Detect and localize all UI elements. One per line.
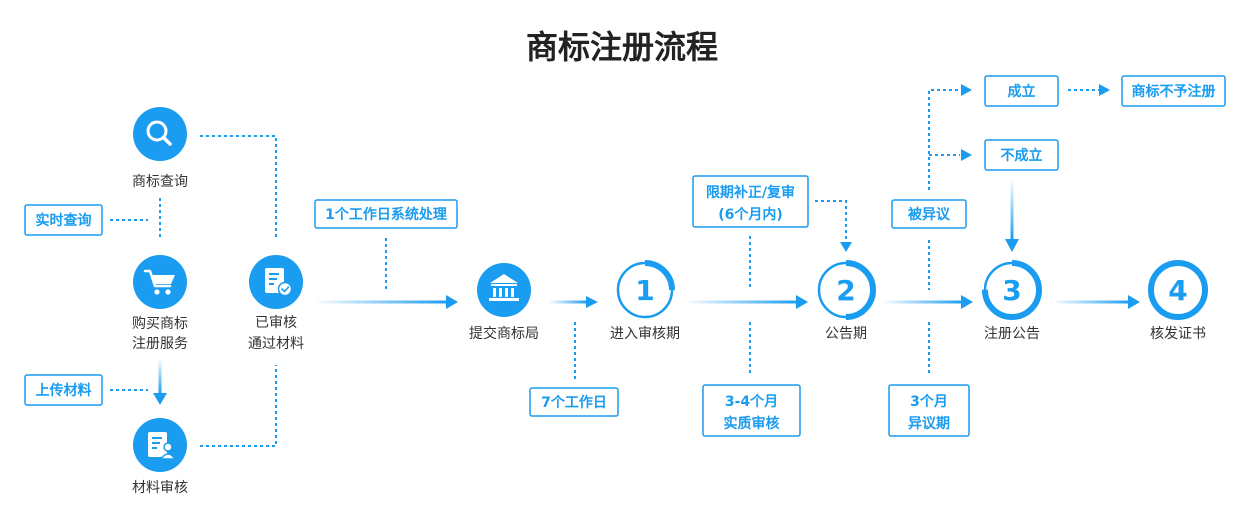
arrow-step-3-to-step-4 — [1055, 295, 1140, 309]
arrowhead-to-established — [961, 84, 972, 96]
step-number: 2 — [836, 274, 855, 307]
arrowhead-to-not-established — [961, 149, 972, 161]
note-box — [984, 75, 1059, 107]
note-text: 7个工作日 — [541, 394, 607, 411]
step-number: 3 — [1002, 274, 1021, 307]
note-substantive-review: 3-4个月 实质审核 — [702, 384, 801, 437]
arrow-step-1-to-step-2 — [688, 295, 808, 309]
note-opposed: 被异议 — [891, 199, 967, 229]
arrow-submit-to-step-1 — [550, 296, 598, 308]
note-registration-refused: 商标不予注册 — [1121, 75, 1226, 107]
note-text: 成立 — [1008, 83, 1036, 100]
step-label: 核发证书 — [1150, 326, 1206, 342]
node-label-line-2: 通过材料 — [248, 336, 304, 352]
note-upload-materials: 上传材料 — [24, 374, 103, 406]
note-formal-review-duration: 7个工作日 — [529, 387, 619, 417]
arrow-step-2-to-step-3 — [885, 295, 973, 309]
step-number: 1 — [635, 274, 654, 307]
step-4: 4 核发证书 — [1148, 260, 1208, 342]
note-box — [692, 175, 809, 228]
node-circle — [477, 263, 531, 317]
note-text-line-1: 3个月 — [910, 393, 948, 410]
step-progress-arc — [615, 260, 675, 320]
note-realtime-query: 实时查询 — [24, 204, 103, 236]
step-label: 进入审核期 — [610, 326, 680, 342]
note-correction: 限期补正/复审 (6个月内) — [692, 175, 809, 228]
document-person-icon — [148, 432, 177, 460]
node-purchase: 购买商标 注册服务 — [132, 255, 188, 352]
note-box — [891, 199, 967, 229]
note-text: 1个工作日系统处理 — [325, 206, 447, 223]
note-box — [702, 384, 801, 437]
node-search: 商标查询 — [132, 107, 188, 190]
note-system-processing: 1个工作日系统处理 — [314, 199, 458, 229]
arrowhead-to-refused — [1099, 84, 1110, 96]
step-number: 4 — [1168, 274, 1187, 307]
note-box — [888, 384, 970, 437]
step-1: 1 进入审核期 — [610, 260, 680, 342]
connector-opposed-to-established — [928, 89, 960, 190]
step-label: 注册公告 — [984, 326, 1040, 342]
step-progress-arc — [816, 260, 876, 320]
note-opposition-established: 成立 — [984, 75, 1059, 107]
arrow-approved-to-submit — [318, 295, 458, 309]
arrow-purchase-to-review — [153, 360, 167, 405]
arrow-not-established-to-step-3 — [1005, 182, 1019, 252]
bank-icon — [489, 274, 519, 301]
diagram-title: 商标注册流程 — [526, 28, 718, 66]
cart-icon — [143, 269, 175, 295]
note-opposition-not-established: 不成立 — [984, 139, 1059, 171]
note-box — [24, 204, 103, 236]
node-label-line-2: 注册服务 — [132, 336, 188, 352]
node-submit: 提交商标局 — [469, 263, 539, 342]
node-circle — [133, 107, 187, 161]
node-label: 提交商标局 — [469, 325, 539, 342]
note-opposition-period: 3个月 异议期 — [888, 384, 970, 437]
arrowhead-correction-to-step-2 — [840, 242, 852, 252]
search-icon — [146, 120, 172, 146]
note-text-line-2: 异议期 — [908, 416, 950, 432]
node-label-line-1: 已审核 — [255, 315, 297, 331]
note-box — [529, 387, 619, 417]
connector-review-to-approved — [200, 365, 277, 447]
step-3: 3 注册公告 — [982, 260, 1042, 342]
note-text-line-2: (6个月内) — [718, 206, 783, 223]
note-box — [984, 139, 1059, 171]
document-check-icon — [265, 268, 293, 297]
step-2: 2 公告期 — [816, 260, 876, 342]
note-text: 上传材料 — [36, 382, 92, 399]
note-box — [314, 199, 458, 229]
note-text: 商标不予注册 — [1132, 83, 1216, 100]
note-text: 实时查询 — [36, 212, 92, 229]
node-label-line-1: 购买商标 — [132, 316, 188, 332]
note-text-line-2: 实质审核 — [724, 415, 780, 432]
step-progress-arc — [982, 260, 1042, 320]
step-progress-arc — [1148, 260, 1208, 320]
connector-search-to-approved — [200, 135, 277, 238]
note-text: 被异议 — [908, 206, 951, 223]
note-text-line-1: 限期补正/复审 — [706, 184, 795, 201]
node-label: 材料审核 — [132, 480, 188, 496]
note-box — [1121, 75, 1226, 107]
node-label: 商标查询 — [132, 174, 188, 190]
note-text-line-1: 3-4个月 — [725, 393, 778, 410]
step-label: 公告期 — [825, 326, 867, 342]
note-box — [24, 374, 103, 406]
node-material-review: 材料审核 — [132, 418, 188, 496]
connector-correction-to-step-2 — [815, 200, 847, 243]
node-approved: 已审核 通过材料 — [248, 255, 304, 352]
note-text: 不成立 — [1001, 147, 1043, 164]
